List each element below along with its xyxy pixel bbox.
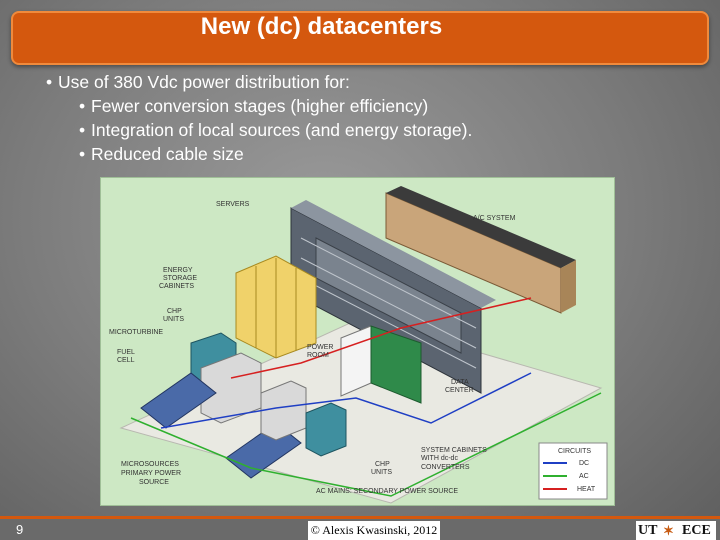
chp-units-bottom (260, 380, 347, 457)
slide-number: 9 (16, 522, 24, 537)
longhorn-icon: ✶ (663, 523, 674, 538)
bullet-marker: • (79, 120, 86, 140)
title-bar (11, 11, 709, 65)
bullet-main: •Use of 380 Vdc power distribution for: (46, 70, 472, 94)
label-microturbine: MICROTURBINE (109, 329, 163, 336)
heat-circuit (230, 297, 532, 379)
label-microsources: MICROSOURCES (121, 461, 179, 468)
bullet-marker: • (46, 72, 53, 92)
ut-ece-logo: UT ✶ ECE (636, 521, 716, 540)
fuel-cell-units (190, 332, 262, 424)
label-ac-mains: AC MAINS: SECONDARY POWER SOURCE (316, 488, 458, 495)
label-system-cabinets: SYSTEM CABINETS (421, 447, 487, 454)
legend-label-heat: HEAT (577, 486, 596, 493)
label-power-room: ROOM (307, 352, 329, 359)
label-system-cabinets: CONVERTERS (421, 464, 470, 471)
label-power-room: POWER (307, 344, 333, 351)
slide-title: New (dc) datacenters (200, 13, 443, 40)
server-racks (290, 200, 496, 394)
label-fuel-cell: FUEL (117, 349, 135, 356)
label-data-center: CENTER (445, 387, 474, 394)
bullet-marker: • (79, 96, 86, 116)
ac-units (385, 186, 576, 314)
label-servers: SERVERS (216, 201, 250, 208)
logo-text-ece: ECE (682, 523, 711, 538)
bullet-marker: • (79, 144, 86, 164)
legend-label-dc: DC (579, 460, 589, 467)
label-system-cabinets: WITH dc-dc (421, 455, 458, 462)
label-fuel-cell: CELL (117, 357, 135, 364)
label-data-center: DATA (451, 379, 469, 386)
label-chp-bottom: UNITS (371, 469, 392, 476)
label-chp-bottom: CHP (375, 461, 390, 468)
bullet-main-text: Use of 380 Vdc power distribution for: (58, 72, 350, 92)
bullet-sub-text: Integration of local sources (and energy… (91, 120, 473, 140)
power-room-cabinets (340, 325, 422, 404)
label-energy-storage: CABINETS (159, 283, 194, 290)
bullet-sub-1: •Fewer conversion stages (higher efficie… (79, 94, 472, 118)
bullet-sub-3: •Reduced cable size (79, 142, 472, 166)
bullet-list: •Use of 380 Vdc power distribution for: … (46, 70, 472, 166)
datacenter-diagram: SERVERS A/C SYSTEM ENERGY STORAGE CABINE… (109, 186, 608, 504)
label-chp-top: CHP (167, 308, 182, 315)
label-energy-storage: STORAGE (163, 275, 197, 282)
label-microsources: PRIMARY POWER (121, 470, 181, 477)
bullet-sub-2: •Integration of local sources (and energ… (79, 118, 472, 142)
label-ac-system: A/C SYSTEM (473, 215, 516, 222)
copyright-notice: © Alexis Kwasinski, 2012 (308, 521, 440, 540)
dc-circuit (160, 372, 532, 429)
energy-storage-cabinets (235, 255, 317, 359)
label-energy-storage: ENERGY (163, 267, 193, 274)
bullet-sub-text: Fewer conversion stages (higher efficien… (91, 96, 429, 116)
ac-circuit (130, 392, 602, 497)
legend-title: CIRCUITS (558, 448, 591, 455)
datacenter-illustration: SERVERS A/C SYSTEM ENERGY STORAGE CABINE… (100, 177, 615, 506)
label-chp-top: UNITS (163, 316, 184, 323)
legend-label-ac: AC (579, 473, 589, 480)
circuits-legend: CIRCUITS DC AC HEAT (538, 442, 608, 500)
logo-text-ut: UT (638, 523, 658, 538)
label-microsources: SOURCE (139, 479, 169, 486)
bullet-sub-text: Reduced cable size (91, 144, 244, 164)
